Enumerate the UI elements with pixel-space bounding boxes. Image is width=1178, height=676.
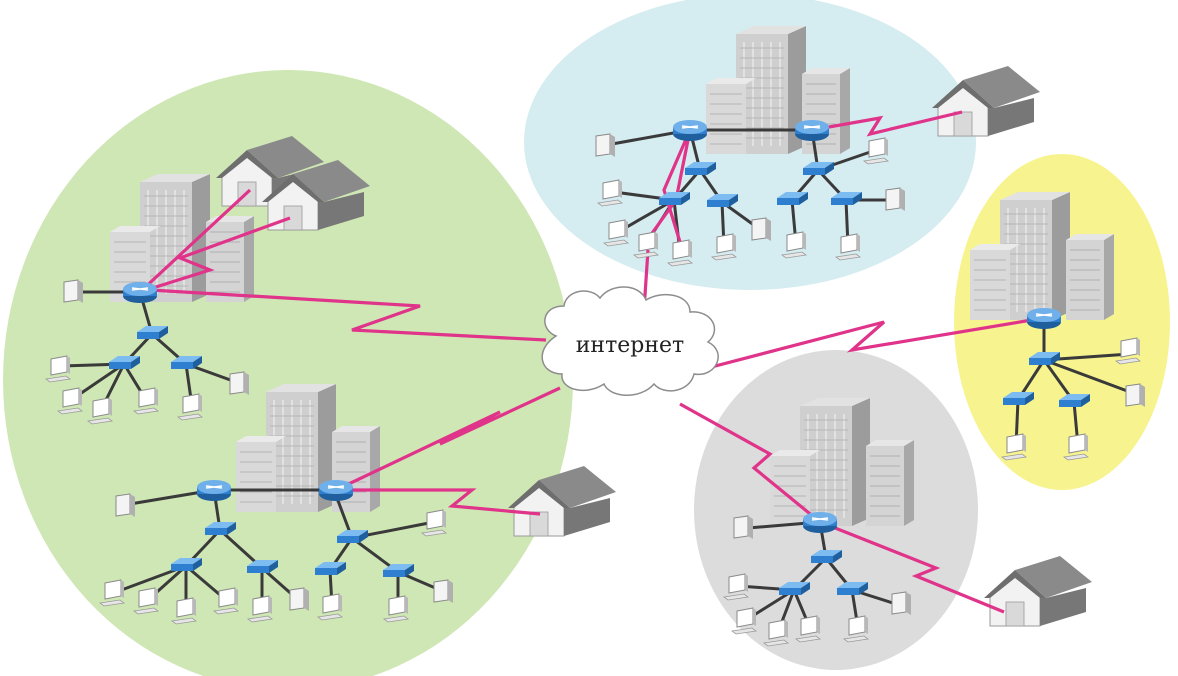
internet-label: интернет — [576, 333, 684, 358]
house-icon — [983, 555, 1093, 627]
router-icon — [122, 281, 158, 304]
router-icon — [802, 511, 838, 534]
router-icon — [794, 119, 830, 142]
wan-links — [138, 110, 1045, 614]
router-icon — [1026, 307, 1062, 330]
router-icon — [318, 479, 354, 502]
router-icon — [672, 119, 708, 142]
internet-cloud: интернет — [541, 286, 719, 396]
router-icon — [196, 479, 232, 502]
